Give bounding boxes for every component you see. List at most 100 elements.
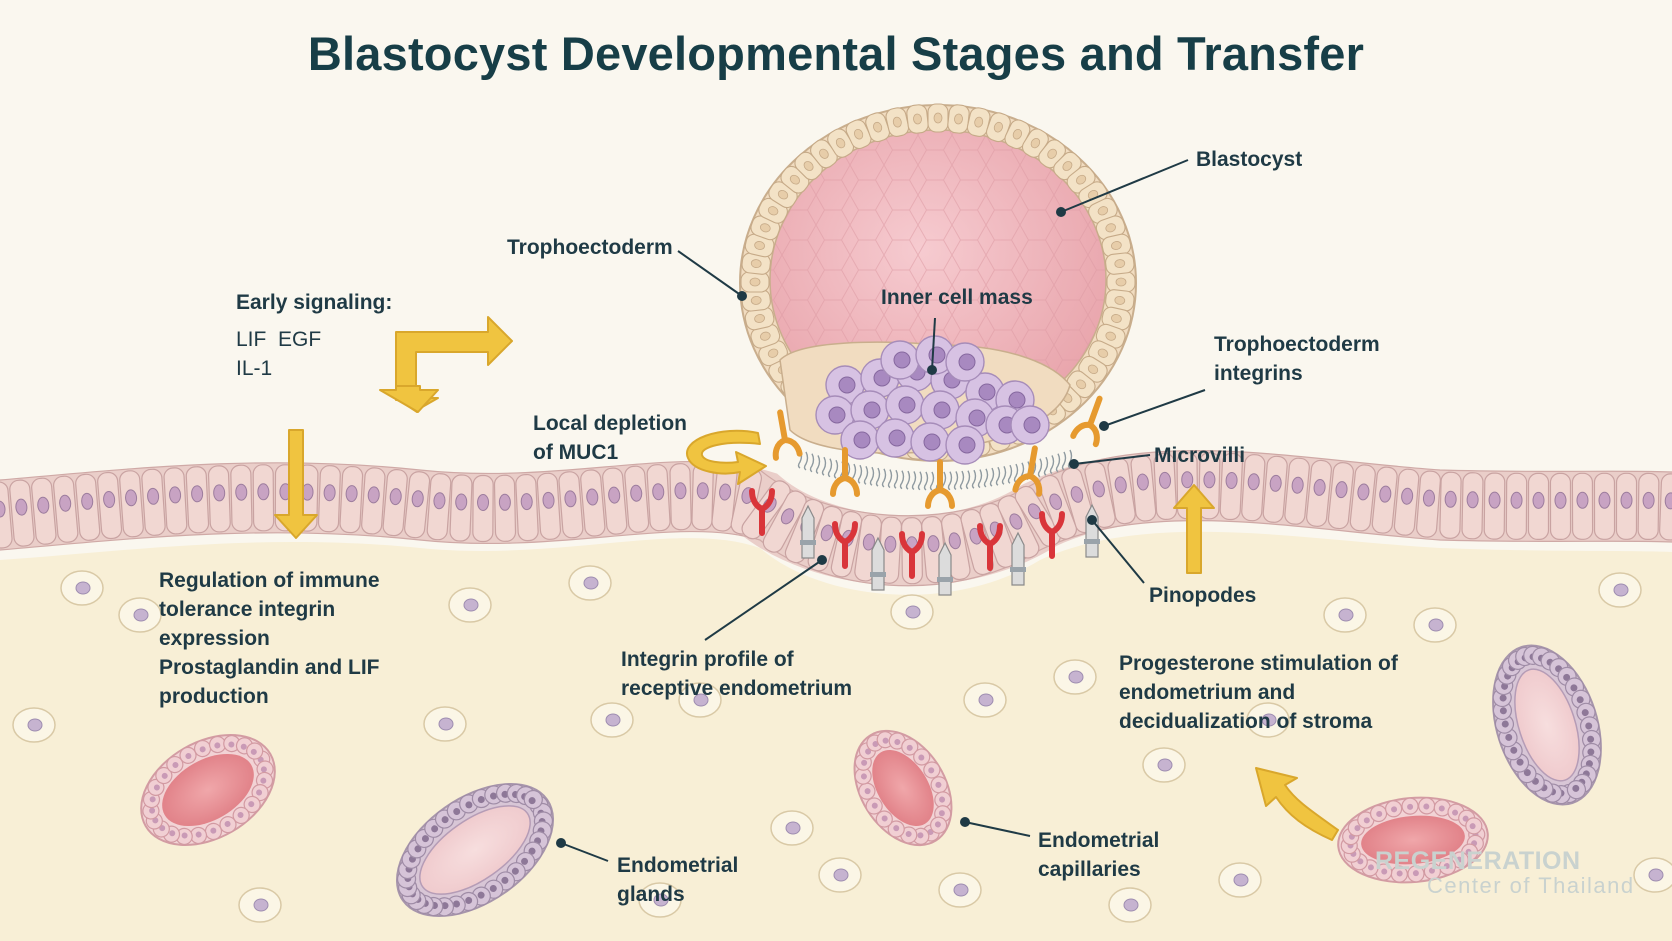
vessel-cell-nucleus: [1505, 733, 1513, 741]
orange-integrin: [1012, 445, 1043, 497]
vessel-cell-nucleus: [1465, 848, 1472, 855]
label-progesterone: Progesterone stimulation of endometrium …: [1119, 649, 1398, 736]
trophectoderm-cell: [1105, 252, 1135, 275]
microvillus: [953, 471, 959, 491]
vessel-cell-nucleus: [1576, 696, 1584, 704]
epithelial-cell: [580, 469, 606, 537]
vessel-cell-nucleus: [1501, 720, 1509, 728]
microvillus: [911, 471, 917, 491]
vessel-cell-nucleus: [501, 790, 509, 798]
stromal-cell: [963, 682, 1007, 718]
trophectoderm-cell: [1106, 271, 1136, 293]
microvillus: [1043, 456, 1049, 476]
vessel-cell-nucleus: [453, 808, 461, 816]
vessel-cell-nucleus: [237, 811, 244, 818]
vessel-cell-nucleus: [181, 832, 188, 839]
inner-cell-mass-cells: [815, 335, 1050, 465]
microvillus: [995, 466, 1001, 486]
pinopode: [937, 541, 953, 596]
epithelial-cell: [0, 481, 13, 549]
stromal-cell: [448, 587, 492, 623]
label-line: Endometrial: [617, 854, 739, 877]
vessel-cell-nucleus: [1363, 817, 1370, 824]
watermark-line-2: Center of Thailand: [1427, 873, 1635, 898]
vessel-cell-nucleus: [861, 759, 868, 766]
microvillus: [923, 471, 929, 491]
stromal-cell: [890, 594, 934, 630]
epithelial-cell: [602, 467, 628, 535]
vessel-cell-nucleus: [1469, 823, 1476, 830]
vessel-cell-nucleus: [528, 847, 536, 855]
vessel-cell-nucleus: [1438, 805, 1445, 812]
vessel-cell-nucleus: [1452, 809, 1459, 816]
stromal-cell: [638, 882, 682, 918]
vessel-cell-nucleus: [199, 746, 206, 753]
trophectoderm-cell: [1101, 233, 1132, 258]
epithelial-cell: [163, 467, 188, 535]
vessel-cell-nucleus: [1443, 863, 1450, 870]
vessel-cell-nucleus: [161, 772, 168, 779]
stromal-cell: [590, 702, 634, 738]
trophectoderm-cell: [1105, 289, 1135, 312]
label-trophectoderm-integrins: Trophoectoderm integrins: [1214, 330, 1380, 388]
vessel-cell-nucleus: [1585, 722, 1593, 730]
inner-cell-mass-cell: [850, 390, 890, 430]
vessel-cell-nucleus: [224, 820, 231, 827]
vessel-cell-nucleus: [1516, 758, 1524, 766]
epithelial-cell: [119, 470, 144, 538]
epithelial-cell: [361, 467, 386, 535]
vessel-cell-nucleus: [465, 801, 473, 809]
label-endometrial-capillaries: Endometrial capillaries: [1038, 826, 1159, 884]
inner-cell-mass-cell: [945, 425, 985, 465]
vessel-cell-nucleus: [882, 737, 889, 744]
vessel-cell-nucleus: [149, 796, 156, 803]
epithelial-cell: [9, 479, 35, 547]
vessel-cell-nucleus: [1367, 864, 1374, 871]
epithelial-cell: [515, 473, 539, 542]
epithelial-cell: [1659, 473, 1672, 541]
label-blastocyst: Blastocyst: [1196, 148, 1303, 171]
microvillus: [893, 469, 899, 489]
vessel-cell-nucleus: [185, 753, 192, 760]
microvillus: [857, 464, 863, 484]
vessel-cell-nucleus: [441, 902, 449, 910]
vessel-cell-nucleus: [860, 773, 867, 780]
label-line: capillaries: [1038, 858, 1141, 881]
pinopode: [870, 536, 886, 591]
vessel-cell-nucleus: [1376, 810, 1383, 817]
vessel-cell-nucleus: [1462, 815, 1469, 822]
epithelial-cell: [472, 474, 494, 543]
label-line: of MUC1: [533, 441, 619, 464]
label-line: Endometrial: [1038, 829, 1160, 852]
label-line: Progesterone stimulation of: [1119, 652, 1398, 675]
vessel-cell-nucleus: [250, 748, 257, 755]
epithelial-cell: [252, 464, 275, 532]
vessel-cell-nucleus: [1412, 870, 1419, 877]
trophectoderm-cell: [1095, 215, 1126, 241]
page-title: Blastocyst Developmental Stages and Tran…: [307, 27, 1365, 80]
epithelial-cell: [1416, 470, 1441, 538]
epithelial-cell: [1393, 468, 1420, 536]
epithelial-cell: [1505, 472, 1528, 540]
vessel-cell-nucleus: [240, 743, 247, 750]
stromal-cell: [238, 887, 282, 923]
epithelial-cell: [1038, 474, 1077, 540]
stromal-cell: [12, 707, 56, 743]
orange-integrin: [1070, 395, 1103, 448]
epithelial-cell: [1549, 472, 1572, 541]
microvillus: [821, 456, 827, 476]
vessel-cell-nucleus: [149, 807, 156, 814]
endometrial-gland-left: [395, 782, 555, 918]
vessel-cell-nucleus: [1499, 694, 1507, 702]
trophectoderm-cell: [740, 271, 770, 293]
vessel-cell-nucleus: [256, 789, 263, 796]
inner-cell-mass-cell: [910, 422, 950, 462]
trophectoderm-integrins: [772, 395, 1103, 509]
stromal-cell: [818, 857, 862, 893]
watermark-logo: REGENERATION Center of Thailand: [1375, 848, 1635, 898]
microvillus: [875, 467, 881, 487]
microvillus: [809, 453, 815, 473]
label-local-depletion: Local depletion of MUC1: [533, 409, 687, 467]
epithelial-cell: [1615, 472, 1638, 540]
